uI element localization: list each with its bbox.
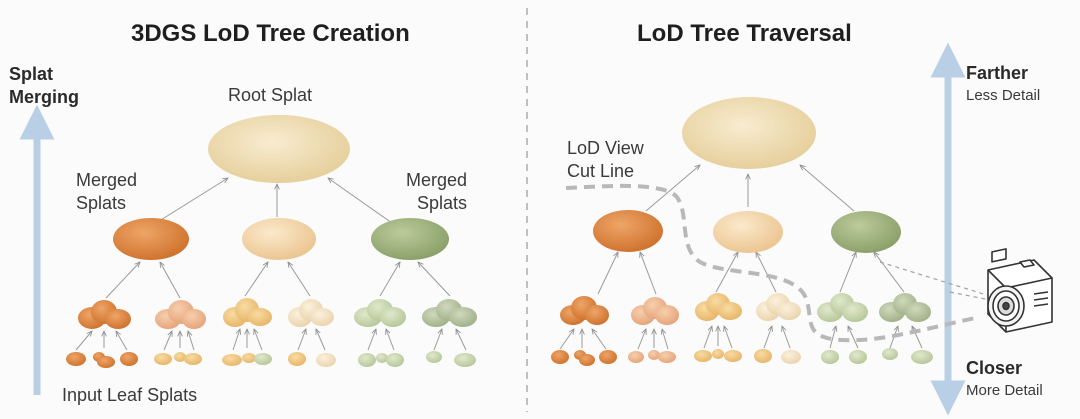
merged-splats-label-right: Merged Splats <box>406 170 468 213</box>
left-cluster-pink <box>155 300 206 329</box>
left-root-splat <box>208 115 350 183</box>
left-cluster-sage <box>422 299 477 327</box>
right-cluster-pink <box>631 297 679 325</box>
right-merged-splat-peach <box>713 211 783 253</box>
camera-view-lines <box>879 261 991 301</box>
closer-label: Closer <box>966 358 1023 378</box>
right-cluster-yellow <box>695 293 742 321</box>
right-cluster-cream <box>756 293 801 321</box>
right-leaf-splats <box>551 348 933 366</box>
left-cluster-lightgreen <box>354 299 406 327</box>
right-cluster-orange <box>560 296 609 325</box>
right-root-splat <box>682 97 816 169</box>
lod-cut-line <box>565 183 976 343</box>
splat-merging-label: Splat Merging <box>9 64 79 107</box>
camera-icon <box>987 248 1053 333</box>
right-tree <box>559 165 923 350</box>
less-detail-label: Less Detail <box>966 87 1041 104</box>
input-leaf-splats-label: Input Leaf Splats <box>62 385 198 405</box>
left-merged-splat-orange <box>113 218 189 260</box>
left-tree <box>75 178 467 351</box>
more-detail-label: More Detail <box>966 382 1043 399</box>
right-cluster-sage <box>879 293 931 322</box>
root-splat-label: Root Splat <box>228 85 313 105</box>
left-merged-splat-green <box>371 218 449 260</box>
right-cluster-lightgreen <box>817 293 868 322</box>
right-merged-splat-orange <box>593 210 663 252</box>
left-cluster-yellow <box>223 298 272 327</box>
right-title: LoD Tree Traversal <box>637 20 852 47</box>
lod-view-cut-line-label: LoD View Cut Line <box>567 138 644 181</box>
left-merged-splat-peach <box>242 218 316 260</box>
left-leaf-splats <box>66 351 476 368</box>
farther-label: Farther <box>966 63 1029 83</box>
left-cluster-cream <box>288 299 334 327</box>
left-cluster-orange <box>78 300 131 329</box>
right-merged-splat-green <box>831 211 901 253</box>
left-title: 3DGS LoD Tree Creation <box>131 20 410 47</box>
merged-splats-label-left: Merged Splats <box>76 170 138 213</box>
